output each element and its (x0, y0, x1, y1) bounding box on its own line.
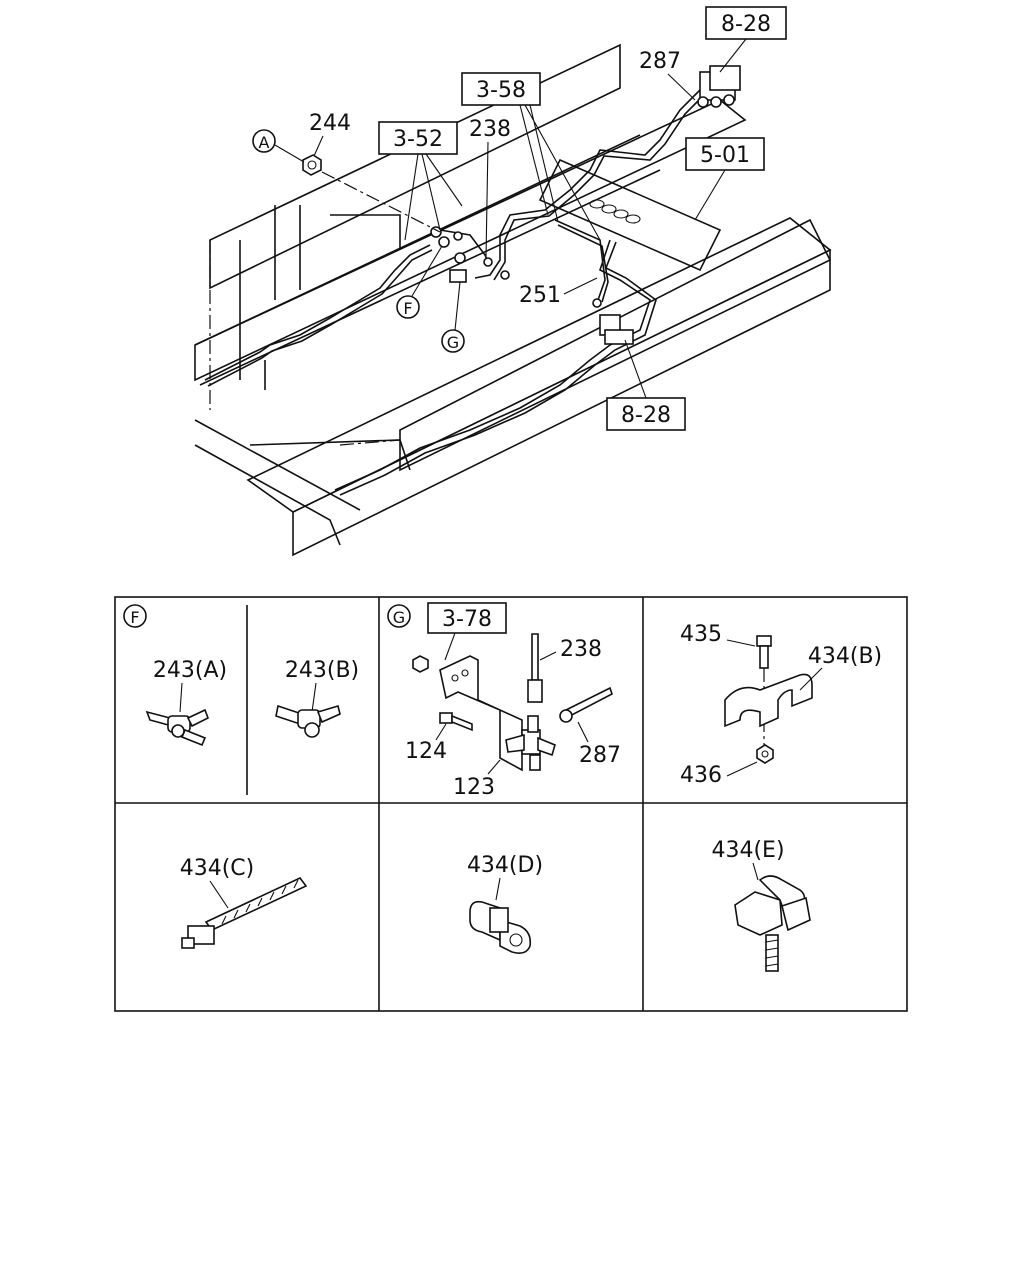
valve-block-top (697, 65, 741, 108)
clip-434b (724, 673, 813, 728)
part-label-434b: 434(B) (808, 644, 882, 669)
part-label-243b: 243(B) (285, 658, 359, 683)
panel-clip-b: 435 434(B) 436 (680, 622, 882, 788)
clip-434d (469, 900, 532, 954)
cross-member-holes (589, 199, 641, 224)
part-label-244: 244 (309, 111, 351, 136)
connector-cluster (430, 226, 602, 308)
panel-g-ref-box[interactable]: 3-78 (427, 602, 507, 634)
ref-box-8-28-top[interactable]: 8-28 (705, 6, 787, 40)
valve-block-bottom (599, 314, 634, 345)
panel-g-callout-text: G (393, 608, 405, 627)
part-label-238: 238 (469, 117, 511, 142)
tee-fitting-243a (145, 708, 210, 747)
ref-box-5-01[interactable]: 5-01 (685, 137, 765, 171)
nut-436 (756, 744, 774, 764)
nut-small-g (412, 655, 429, 673)
callout-a[interactable]: A (252, 129, 276, 153)
part-label-434c: 434(C) (180, 856, 255, 881)
callout-g-text: G (447, 333, 459, 352)
pipe-287-detail (559, 686, 613, 723)
part-label-238-g: 238 (560, 637, 602, 662)
elbow-fitting-243b (275, 704, 341, 738)
ref-3-52-text: 3-52 (393, 127, 443, 152)
part-label-123: 123 (453, 775, 495, 800)
mounting-bracket-123 (439, 655, 523, 772)
panel-434d: 434(D) (467, 853, 543, 954)
part-label-434e: 434(E) (711, 838, 784, 863)
panel-434e: 434(E) (711, 838, 811, 972)
bolt-124 (439, 712, 473, 732)
clip-434e (734, 875, 811, 972)
part-label-251: 251 (519, 283, 561, 308)
ref-box-3-58[interactable]: 3-58 (461, 72, 541, 106)
part-label-287: 287 (639, 49, 681, 74)
panel-f-callout-text: F (130, 608, 139, 627)
part-label-287-g: 287 (579, 743, 621, 768)
tee-fitting-g (505, 715, 556, 771)
cable-tie-434c (181, 876, 308, 949)
panel-g-callout[interactable]: G (387, 604, 411, 628)
part-label-124: 124 (405, 739, 447, 764)
callout-a-text: A (259, 133, 270, 152)
chassis-assembly-drawing (194, 43, 832, 557)
pipe-238-detail (527, 633, 543, 703)
nut-244 (302, 154, 322, 176)
ref-3-58-text: 3-58 (476, 78, 526, 103)
detail-grid (114, 596, 908, 1012)
part-label-434d: 434(D) (467, 853, 543, 878)
panel-434c: 434(C) (180, 856, 308, 949)
callout-f-text: F (403, 299, 412, 318)
ref-5-01-text: 5-01 (700, 143, 750, 168)
callout-f[interactable]: F (396, 295, 420, 319)
callout-g[interactable]: G (441, 329, 465, 353)
part-label-243a: 243(A) (153, 658, 227, 683)
panel-g-ref-text: 3-78 (442, 607, 492, 632)
ref-8-28-top-text: 8-28 (721, 12, 771, 37)
panel-g: G 3-78 238 (387, 602, 621, 800)
part-label-436: 436 (680, 763, 722, 788)
ref-box-3-52[interactable]: 3-52 (378, 121, 458, 155)
ref-8-28-bottom-text: 8-28 (621, 403, 671, 428)
part-label-435: 435 (680, 622, 722, 647)
panel-f-callout[interactable]: F (123, 604, 147, 628)
ref-box-8-28-bottom[interactable]: 8-28 (606, 397, 686, 431)
bolt-435 (756, 635, 772, 669)
panel-f: F 243(A) 243(B) (123, 604, 359, 747)
